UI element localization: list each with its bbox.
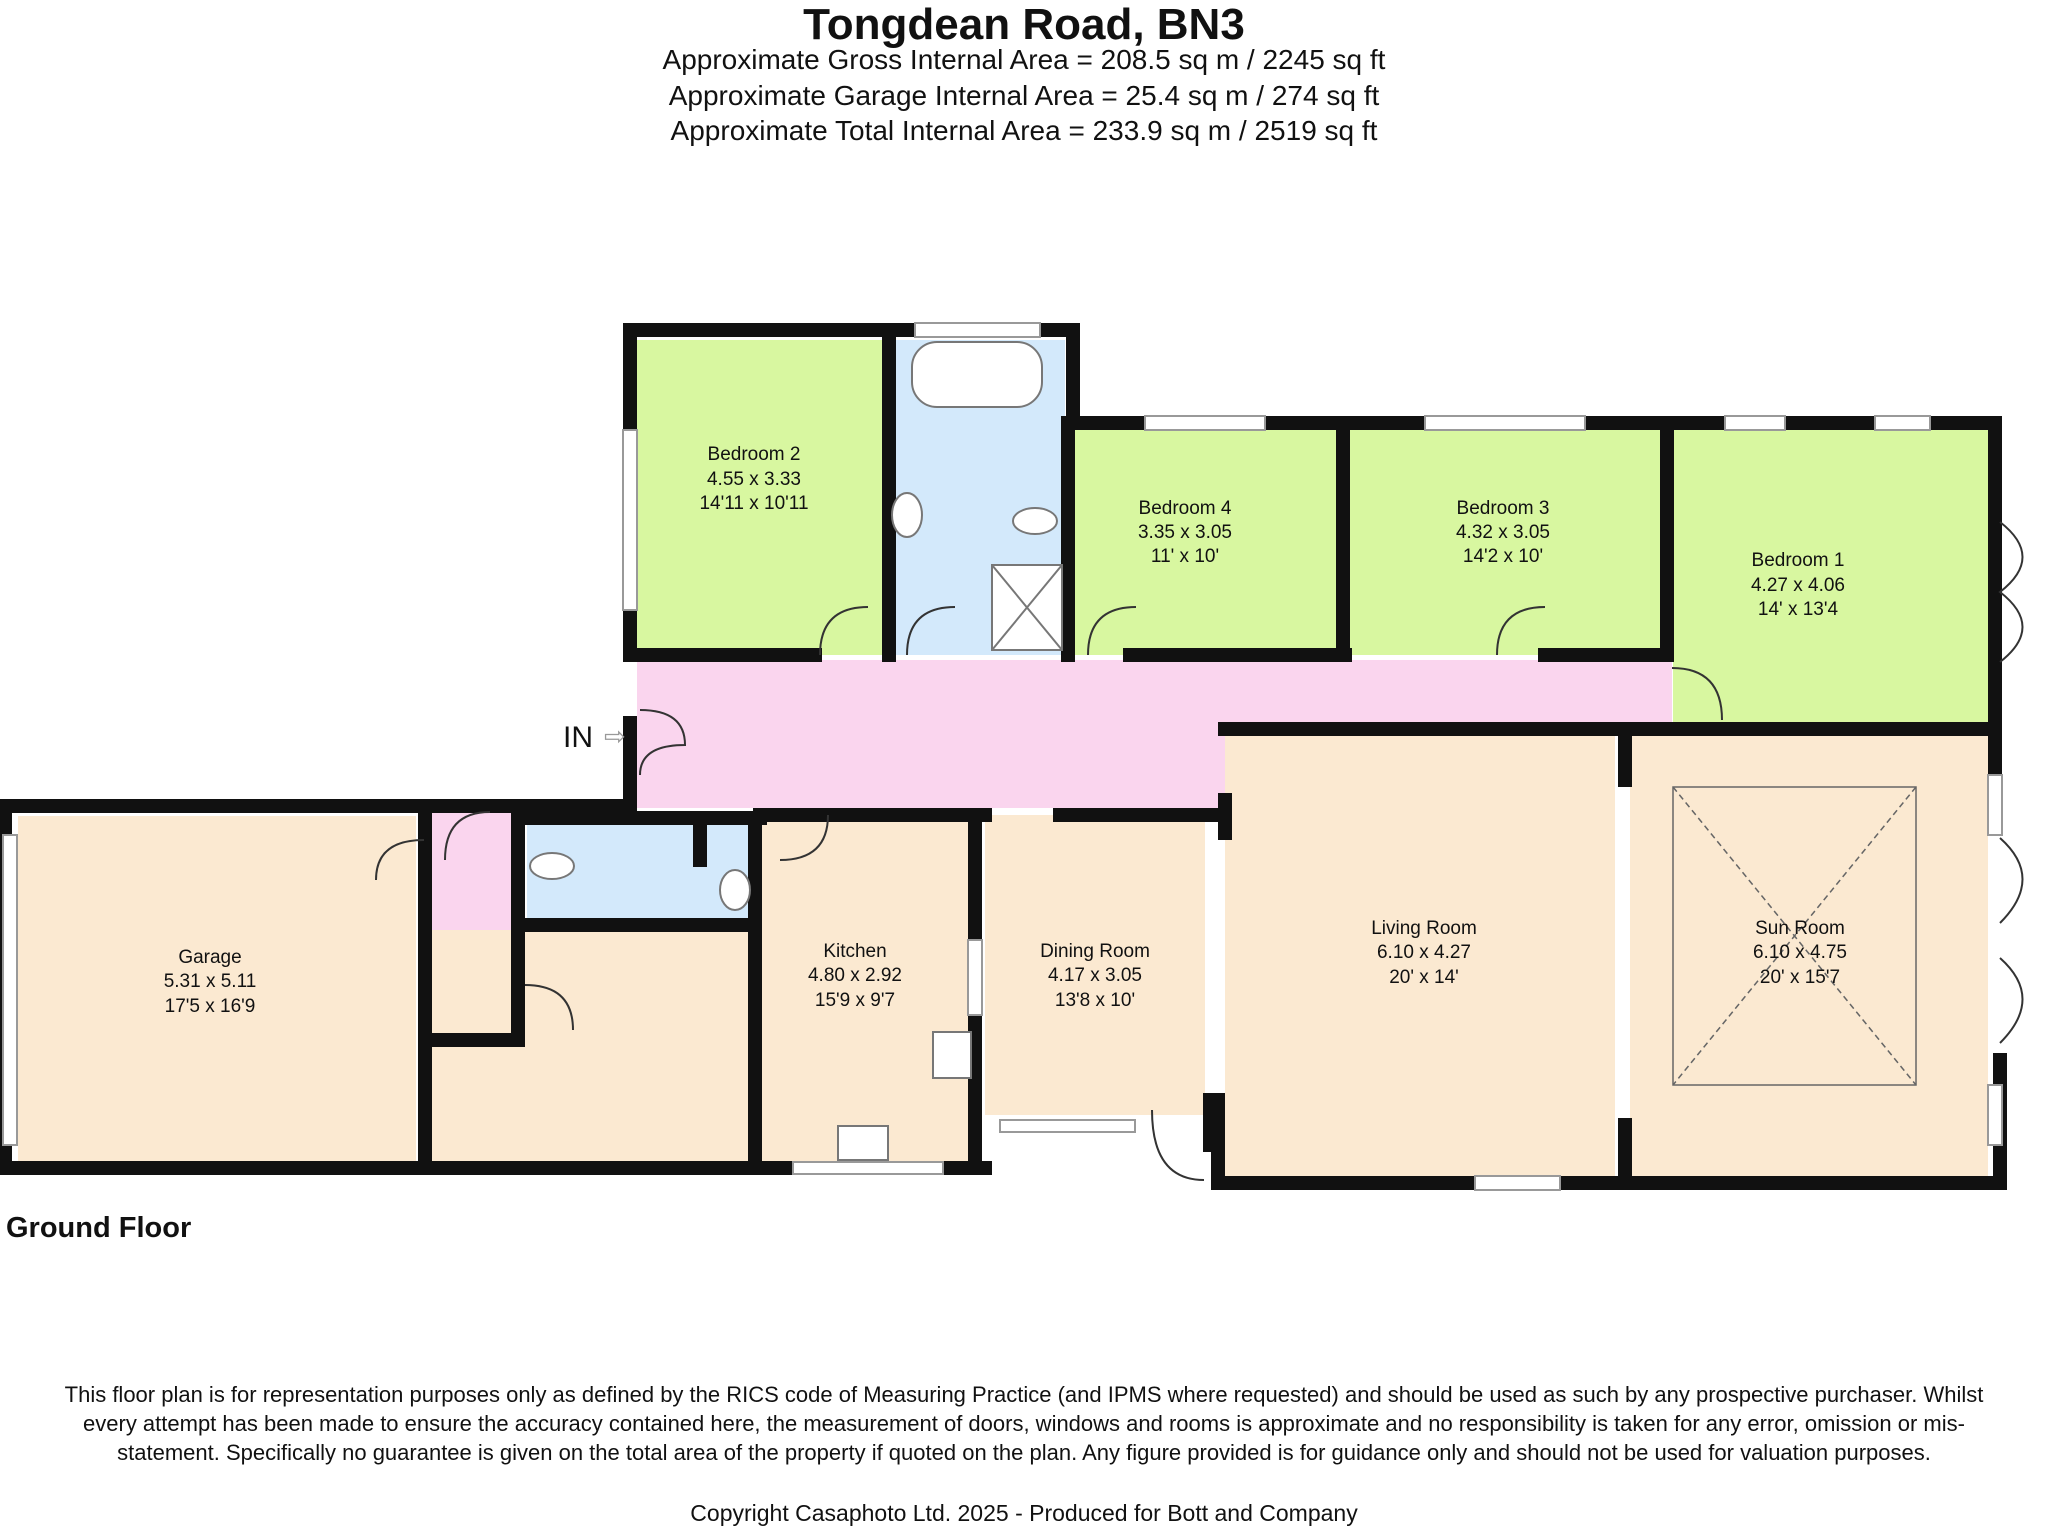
garage-name: Garage [178, 947, 241, 968]
entrance-arrow-icon: ⇨ [604, 721, 626, 751]
bedroom1-fill [1673, 430, 1988, 723]
toilet-icon [1012, 507, 1058, 535]
bedroom2-name: Bedroom 2 [708, 444, 801, 465]
window-bed4 [1144, 415, 1266, 431]
window-dining [999, 1119, 1136, 1133]
window-sun-north [1987, 774, 2003, 836]
bedroom1-name: Bedroom 1 [1752, 550, 1845, 571]
basin-icon [891, 492, 923, 538]
dining-fill [985, 815, 1205, 1115]
sun-metric: 6.10 x 4.75 [1753, 942, 1847, 963]
living-fill [1225, 735, 1615, 1183]
hob-icon [932, 1031, 972, 1079]
bedroom4-fill [1075, 430, 1337, 655]
garage-fill [18, 816, 416, 1166]
living-imperial: 20' x 14' [1389, 967, 1459, 988]
dining-metric: 4.17 x 3.05 [1048, 965, 1142, 986]
bedroom2-metric: 4.55 x 3.33 [707, 469, 801, 490]
kitchen-imperial: 15'9 x 9'7 [815, 990, 895, 1011]
bedroom2-imperial: 14'11 x 10'11 [699, 493, 808, 514]
bedroom4-metric: 3.35 x 3.05 [1138, 522, 1232, 543]
dining-imperial: 13'8 x 10' [1055, 990, 1135, 1011]
bath-icon [911, 341, 1043, 408]
wc-basin-icon [719, 869, 751, 911]
doors [375, 521, 2024, 1181]
bedroom3-metric: 4.32 x 3.05 [1456, 522, 1550, 543]
windows [2, 322, 2003, 1191]
wc-toilet-icon [529, 852, 575, 880]
window-bed2 [622, 429, 638, 611]
window-bed3 [1424, 415, 1586, 431]
sun-imperial: 20' x 15'7 [1760, 967, 1840, 988]
total-area-text: Approximate Total Internal Area = 233.9 … [670, 115, 1378, 146]
window-bath [914, 322, 1041, 338]
plan-title: Tongdean Road, BN3 [803, 0, 1245, 49]
bedroom3-name: Bedroom 3 [1457, 498, 1550, 519]
bedroom4-name: Bedroom 4 [1139, 498, 1232, 519]
gross-area-text: Approximate Gross Internal Area = 208.5 … [662, 44, 1386, 75]
room-fills [18, 340, 1988, 1183]
utility-fill [428, 930, 753, 1166]
bedroom1-imperial: 14' x 13'4 [1758, 599, 1839, 620]
window-kitchen-side [967, 939, 983, 1016]
window-garage [2, 834, 18, 1146]
window-living [1474, 1175, 1561, 1191]
dining-name: Dining Room [1040, 941, 1150, 962]
bedroom3-imperial: 14'2 x 10' [1463, 546, 1543, 567]
rooflight [1672, 786, 1917, 1086]
room-labels: Bedroom 2 4.55 x 3.33 14'11 x 10'11 Bedr… [164, 444, 1847, 1017]
garage-area-text: Approximate Garage Internal Area = 25.4 … [668, 80, 1380, 111]
kitchen-metric: 4.80 x 2.92 [808, 965, 902, 986]
bedroom4-imperial: 11' x 10' [1151, 546, 1219, 567]
entrance-label: IN [563, 721, 593, 754]
floor-label: Ground Floor [6, 1212, 192, 1244]
sun-name: Sun Room [1755, 918, 1845, 939]
living-name: Living Room [1371, 918, 1477, 939]
window-bed1a [1724, 415, 1786, 431]
bedroom1-metric: 4.27 x 4.06 [1751, 575, 1845, 596]
hall-fill-west [637, 660, 1225, 808]
garage-metric: 5.31 x 5.11 [164, 971, 257, 992]
bedroom2-fill [637, 340, 883, 655]
garage-imperial: 17'5 x 16'9 [165, 996, 256, 1017]
disclaimer-text: This floor plan is for representation pu… [64, 1382, 1984, 1465]
bathroom-fittings [529, 341, 1063, 1161]
window-sun-south [1987, 1084, 2003, 1146]
window-bed1b [1874, 415, 1931, 431]
kitchen-name: Kitchen [823, 941, 886, 962]
bedroom3-fill [1349, 430, 1662, 655]
kitchen-fill [762, 815, 972, 1165]
window-kitchen [792, 1161, 944, 1175]
sink-icon [837, 1125, 889, 1161]
living-metric: 6.10 x 4.27 [1377, 942, 1471, 963]
sun-fill [1630, 735, 1988, 1183]
copyright-text: Copyright Casaphoto Ltd. 2025 - Produced… [690, 1500, 1358, 1526]
